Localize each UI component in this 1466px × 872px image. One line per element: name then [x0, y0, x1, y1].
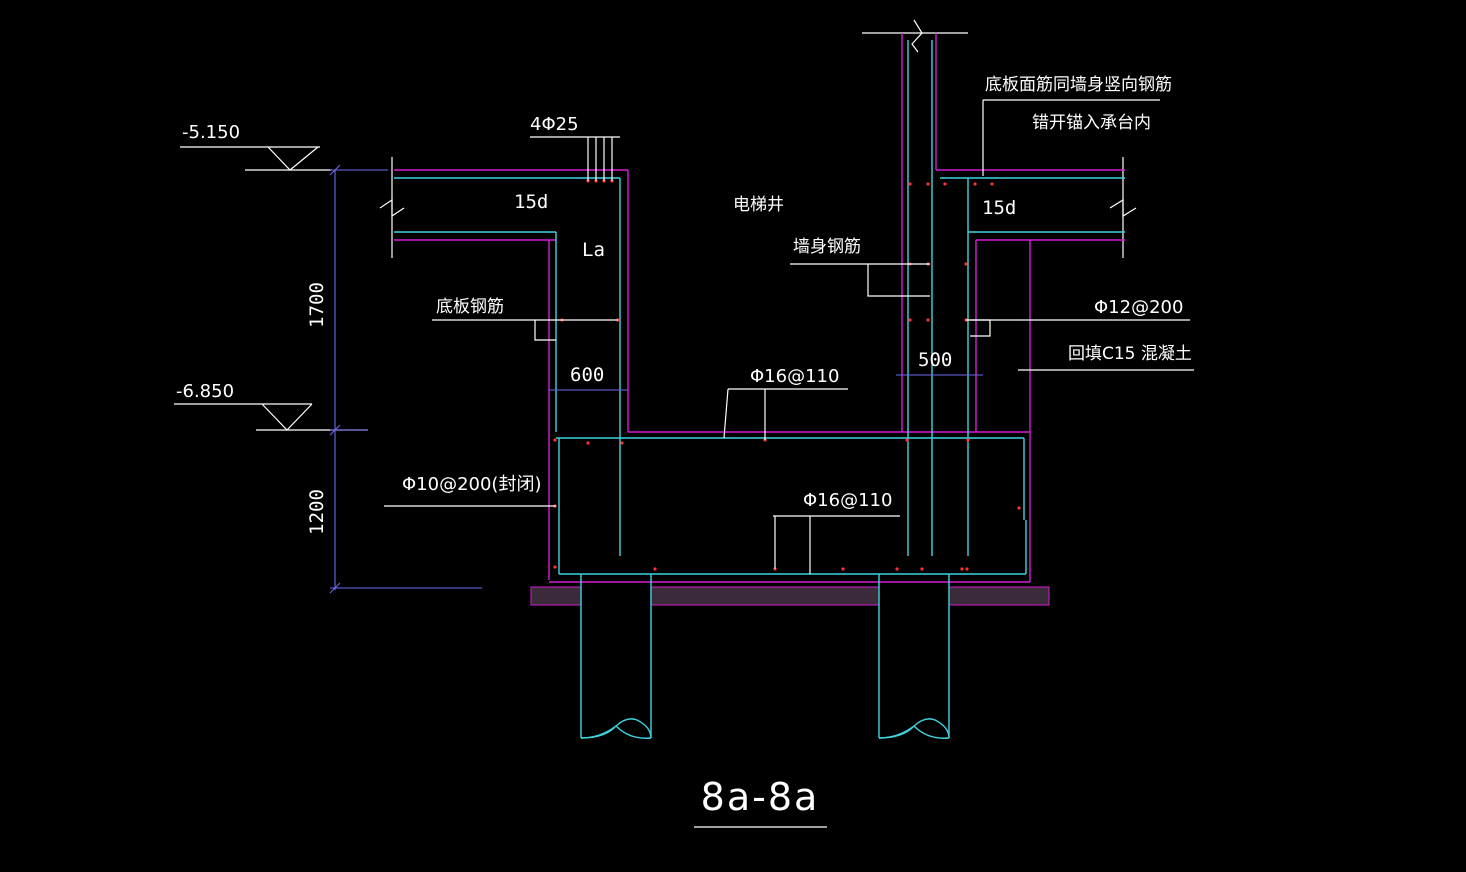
- pile-right: [878, 574, 950, 739]
- vertical-dimension: 1700 1200: [306, 164, 482, 594]
- dimension-1200: 1200: [306, 489, 328, 535]
- dimension-500-group: 500: [896, 349, 983, 376]
- label-slab-rebar: 底板钢筋: [436, 297, 504, 317]
- elevation-top-label: -5.150: [182, 122, 240, 143]
- section-title-group: 8a-8a: [694, 775, 827, 828]
- annotations: 4Φ25 15d 15d La 电梯井 底板钢筋 墙身钢筋 底板面筋同墙身竖向钢…: [402, 75, 1192, 511]
- label-top-note-1: 底板面筋同墙身竖向钢筋: [985, 75, 1172, 95]
- top-wall-break: [862, 19, 968, 53]
- elevation-marker-bottom: -6.850: [174, 381, 368, 431]
- leader-lines: [384, 99, 1194, 574]
- label-phi12: Φ12@200: [1094, 297, 1183, 318]
- dimension-600-group: 600: [549, 364, 628, 391]
- concrete-outline: [394, 33, 1125, 583]
- section-title: 8a-8a: [701, 775, 820, 819]
- label-phi16-top: Φ16@110: [750, 366, 839, 387]
- right-slab-break: [1109, 157, 1137, 258]
- label-top-note-2: 错开锚入承台内: [1032, 113, 1151, 133]
- label-stirrup: Φ10@200(封闭): [402, 474, 541, 495]
- dimension-500: 500: [918, 349, 952, 371]
- label-15d-left: 15d: [514, 191, 548, 213]
- label-la: La: [582, 239, 605, 261]
- label-wall-rebar: 墙身钢筋: [793, 237, 861, 257]
- elevation-bottom-label: -6.850: [176, 381, 234, 402]
- blinding-layer: [530, 586, 1050, 606]
- elevation-marker-top: -5.150: [180, 122, 332, 171]
- left-slab-break: [379, 157, 405, 258]
- label-15d-right: 15d: [982, 197, 1016, 219]
- label-elevator-shaft: 电梯井: [733, 195, 784, 215]
- dimension-600: 600: [570, 364, 604, 386]
- rebar-lines: [394, 40, 1125, 575]
- pile-left: [580, 574, 652, 739]
- label-backfill: 回填C15 混凝土: [1068, 344, 1192, 364]
- rebar-dots: [553, 179, 1021, 571]
- label-4phi25: 4Φ25: [530, 114, 579, 135]
- label-phi16-bottom: Φ16@110: [803, 490, 892, 511]
- dimension-1700: 1700: [306, 282, 328, 328]
